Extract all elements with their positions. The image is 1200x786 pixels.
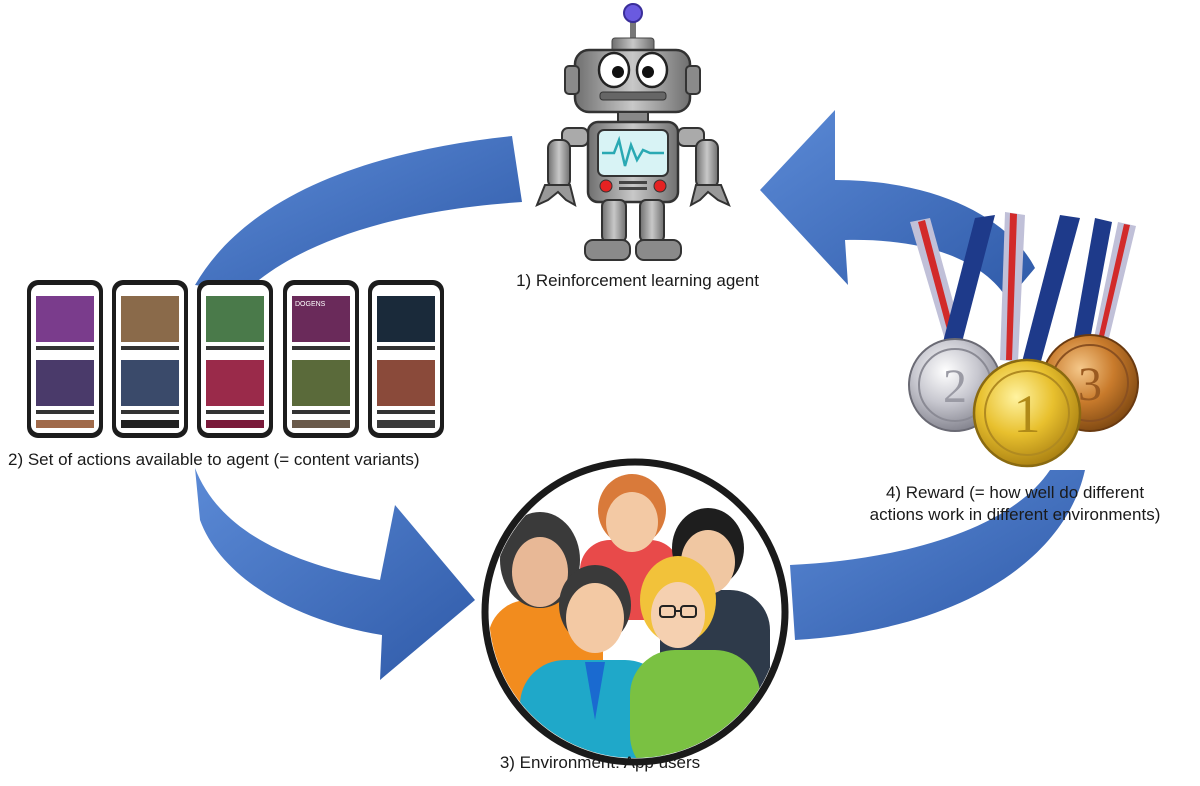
phone-4: DOGENS [283,280,359,438]
phone-screens-icon: DOGENS [27,280,444,438]
label-reward: 4) Reward (= how well do different actio… [830,482,1200,526]
medal-silver-number: 2 [943,360,967,413]
people-group-icon [481,458,789,766]
label-actions: 2) Set of actions available to agent (= … [8,450,420,469]
arrow-environment-to-reward [790,470,1085,640]
phone-1 [27,280,103,438]
phone-2 [112,280,188,438]
medal-bronze-number: 3 [1078,358,1102,411]
arrow-actions-to-environment [195,468,475,680]
medals-icon: 2 3 1 [908,212,1139,468]
phone-4-title: DOGENS [295,301,326,308]
robot-icon [535,3,731,261]
phone-5 [368,280,444,438]
label-reward-line2: actions work in different environments) [869,505,1161,524]
medal-gold: 1 [972,358,1082,468]
medal-gold-number: 1 [1014,384,1041,444]
phone-3 [197,280,273,438]
medal-ribbons [910,212,1136,365]
label-environment: 3) Environment: App users [499,753,701,772]
label-reward-line1: 4) Reward (= how well do different [885,483,1145,502]
label-agent: 1) Reinforcement learning agent [516,271,759,290]
arrow-actions-to-agent [195,136,522,292]
